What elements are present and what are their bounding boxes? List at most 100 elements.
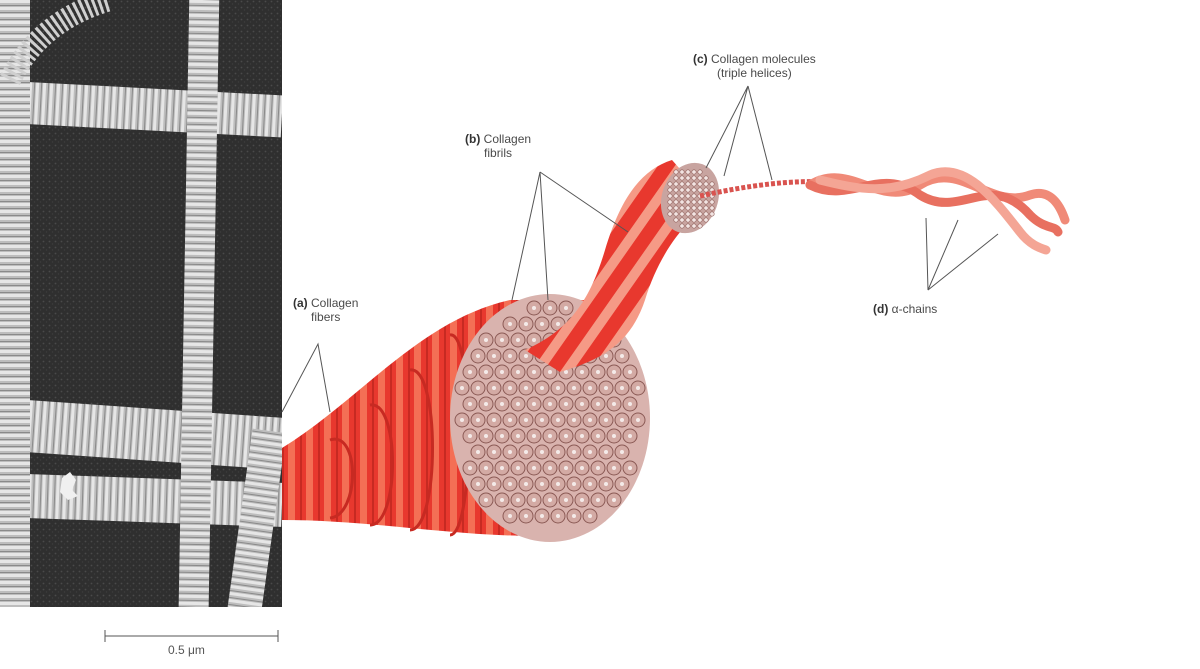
fibril-core <box>612 434 616 438</box>
electron-micrograph <box>0 0 282 607</box>
molecule-dot <box>667 187 673 193</box>
fibril-core <box>564 466 568 470</box>
fibril-core <box>620 354 624 358</box>
molecule-dot <box>685 169 691 175</box>
fibril-core <box>516 466 520 470</box>
molecule-dot <box>685 199 691 205</box>
molecule-dot <box>709 211 715 217</box>
label-d-line1: α-chains <box>891 302 938 316</box>
fibril-core <box>628 402 632 406</box>
molecule-dot <box>679 175 685 181</box>
fibril-core <box>580 434 584 438</box>
fibril-core <box>636 386 640 390</box>
label-a-line1: Collagen <box>311 296 359 310</box>
molecule-dot <box>691 199 697 205</box>
molecule-dot <box>691 211 697 217</box>
fibril-core <box>484 434 488 438</box>
fibril-core <box>524 354 528 358</box>
molecule-cross-sections <box>667 169 715 229</box>
scale-bar-label: 0.5 μm <box>168 643 205 657</box>
fibril-core <box>556 418 560 422</box>
fibril-core <box>532 306 536 310</box>
molecule-dot <box>691 181 697 187</box>
molecule-dot <box>673 217 679 223</box>
fibril-core <box>476 354 480 358</box>
molecule-dot <box>697 199 703 205</box>
label-alpha-chains: (d) α-chains <box>873 302 937 316</box>
molecule-dot <box>697 181 703 187</box>
molecule-dot <box>703 211 709 217</box>
molecule-dot <box>685 223 691 229</box>
fibril-core <box>484 402 488 406</box>
fibril-core <box>612 466 616 470</box>
fibril-core <box>596 402 600 406</box>
fibril-core <box>532 498 536 502</box>
fibril-core <box>508 322 512 326</box>
molecule-dot <box>679 169 685 175</box>
fibril-core <box>548 306 552 310</box>
fibril-core <box>588 418 592 422</box>
fibril-core <box>508 450 512 454</box>
label-collagen-fibrils: (b) Collagen fibrils <box>465 132 531 160</box>
fibril-core <box>556 386 560 390</box>
label-b-letter: (b) <box>465 132 481 146</box>
fibril-core <box>588 482 592 486</box>
fibril-core <box>636 418 640 422</box>
fibril-core <box>492 354 496 358</box>
fibril-core <box>572 450 576 454</box>
molecule-dot <box>703 181 709 187</box>
molecule-dot <box>673 193 679 199</box>
fibril-core <box>460 386 464 390</box>
molecule-dot <box>697 217 703 223</box>
molecule-dot <box>697 187 703 193</box>
fibril-core <box>620 418 624 422</box>
alpha-chain-1 <box>805 173 1070 225</box>
molecule-dot <box>709 199 715 205</box>
fibril-core <box>612 498 616 502</box>
fibril-core <box>508 418 512 422</box>
fibril-core <box>620 450 624 454</box>
molecule-dot <box>673 169 679 175</box>
fibril-core <box>524 418 528 422</box>
molecule-dot <box>703 217 709 223</box>
molecule-dot <box>697 223 703 229</box>
fibril-core <box>468 434 472 438</box>
molecule-dot <box>673 187 679 193</box>
leader-lines <box>281 85 999 413</box>
label-a-line2: fibers <box>311 310 341 324</box>
fibril-core <box>500 370 504 374</box>
fibril-core <box>532 402 536 406</box>
fibril-core <box>484 498 488 502</box>
fibril-core <box>476 450 480 454</box>
fibril-core <box>628 434 632 438</box>
molecule-dot <box>667 199 673 205</box>
molecule-dot <box>679 187 685 193</box>
fibril-core <box>516 338 520 342</box>
molecule-dot <box>679 193 685 199</box>
fibril-core <box>524 482 528 486</box>
molecule-dot <box>709 181 715 187</box>
fibril-core <box>628 370 632 374</box>
fibril-core <box>508 386 512 390</box>
molecule-dot <box>679 205 685 211</box>
fibril-core <box>572 482 576 486</box>
fibril-core <box>548 402 552 406</box>
fibril-core <box>524 450 528 454</box>
fibril-core <box>588 386 592 390</box>
triple-helix <box>699 167 1070 255</box>
label-collagen-molecules: (c) Collagen molecules (triple helices) <box>693 52 816 80</box>
fibril-core <box>508 514 512 518</box>
fibril-core <box>492 386 496 390</box>
molecule-dot <box>697 175 703 181</box>
fibril-core <box>564 434 568 438</box>
fibril-core <box>564 370 568 374</box>
fibril-core <box>620 482 624 486</box>
fibril-core <box>588 450 592 454</box>
molecule-dot <box>679 211 685 217</box>
fibril-core <box>588 514 592 518</box>
alpha-chain-3 <box>815 167 1051 255</box>
fibril-core <box>492 418 496 422</box>
label-c-line1: Collagen molecules <box>711 52 816 66</box>
fibril-core <box>540 514 544 518</box>
